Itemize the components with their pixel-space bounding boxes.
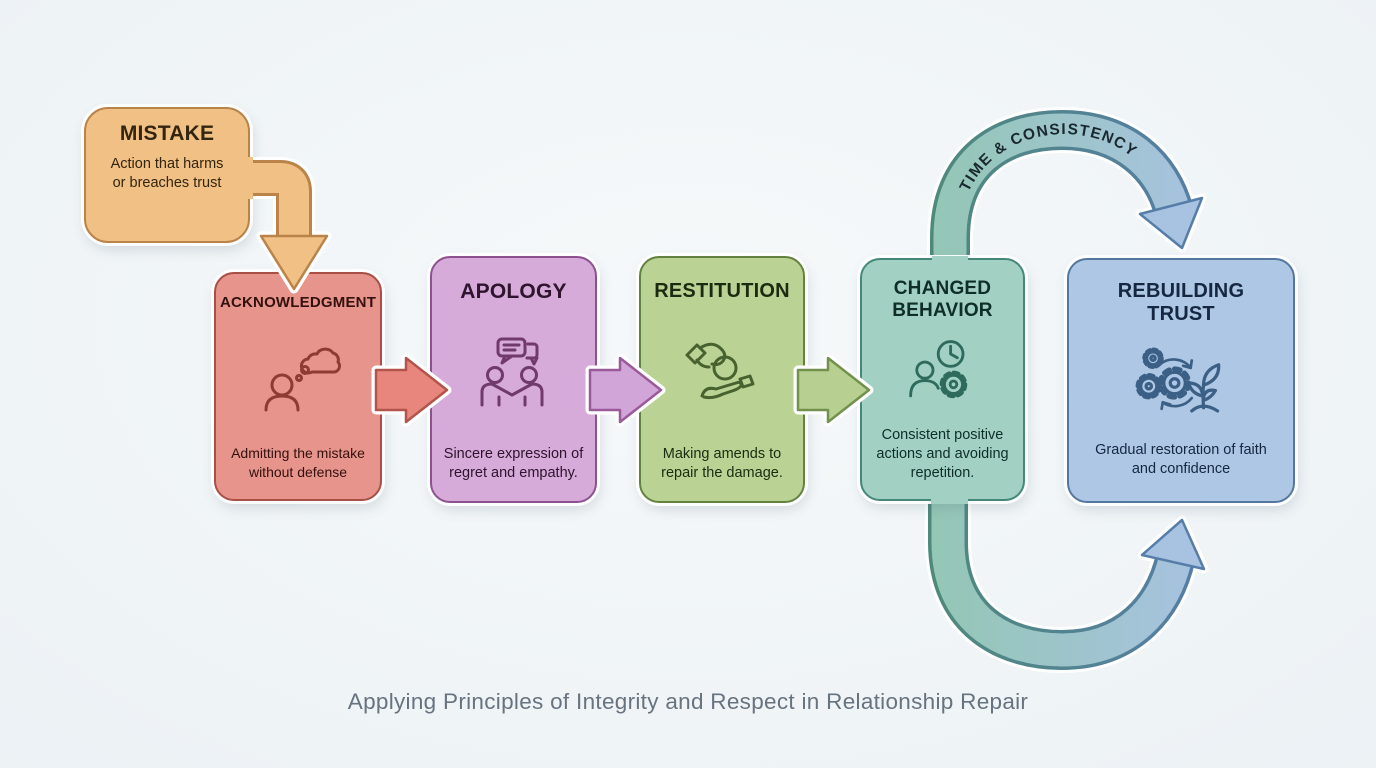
cycle-arrowhead-top <box>1138 196 1204 250</box>
step-description: Admitting the mistake without defense <box>231 445 365 480</box>
giving-hand-coin-icon <box>680 332 764 416</box>
cycle-label: TIME & CONSISTENCY <box>957 121 1139 194</box>
step-description: Sincere expression of regret and empathy… <box>443 445 584 481</box>
step-changed-behavior: CHANGED BEHAVIOR Consistent positive act… <box>860 258 1025 501</box>
step-mistake: MISTAKE Action that harms or breaches tr… <box>84 107 250 243</box>
step-description: Making amends to repair the damage. <box>661 445 783 481</box>
step-title: MISTAKE <box>119 122 215 145</box>
gears-plant-icon <box>1131 340 1231 426</box>
step-acknowledgment: ACKNOWLEDGMENT Admitting the mistake wit… <box>214 272 382 501</box>
step-description: Consistent positive actions and avoiding… <box>876 426 1009 481</box>
step-title: REBUILDING TRUST <box>1117 280 1245 325</box>
step-title: ACKNOWLEDGMENT <box>219 294 377 311</box>
step-apology: APOLOGY Sincere expression of regret and… <box>430 256 597 503</box>
person-thought-bubble-icon <box>252 334 344 422</box>
step-description: Gradual restoration of faith and confide… <box>1095 441 1267 477</box>
step-title: CHANGED BEHAVIOR <box>892 278 993 321</box>
cycle-arrow-bottom <box>925 492 1209 674</box>
step-description: Action that harms or breaches trust <box>110 155 224 192</box>
step-rebuilding-trust: REBUILDING TRUST Gradual restoration of … <box>1067 258 1295 503</box>
handshake-speech-icon <box>472 332 556 416</box>
cycle-arrow-top <box>927 106 1207 270</box>
arrow-restitution-to-changed-behavior <box>793 353 874 427</box>
step-title: APOLOGY <box>460 280 567 303</box>
step-restitution: RESTITUTION Making amends to repair the … <box>639 256 805 503</box>
cycle-arrowhead-bottom <box>1140 518 1206 571</box>
elbow-arrow-mistake-to-acknowledgment <box>246 157 332 294</box>
person-clock-gear-icon <box>903 332 983 414</box>
step-title: RESTITUTION <box>654 280 790 302</box>
cycle-label-text: TIME & CONSISTENCY <box>957 121 1141 194</box>
diagram-caption: Applying Principles of Integrity and Res… <box>347 689 1029 714</box>
